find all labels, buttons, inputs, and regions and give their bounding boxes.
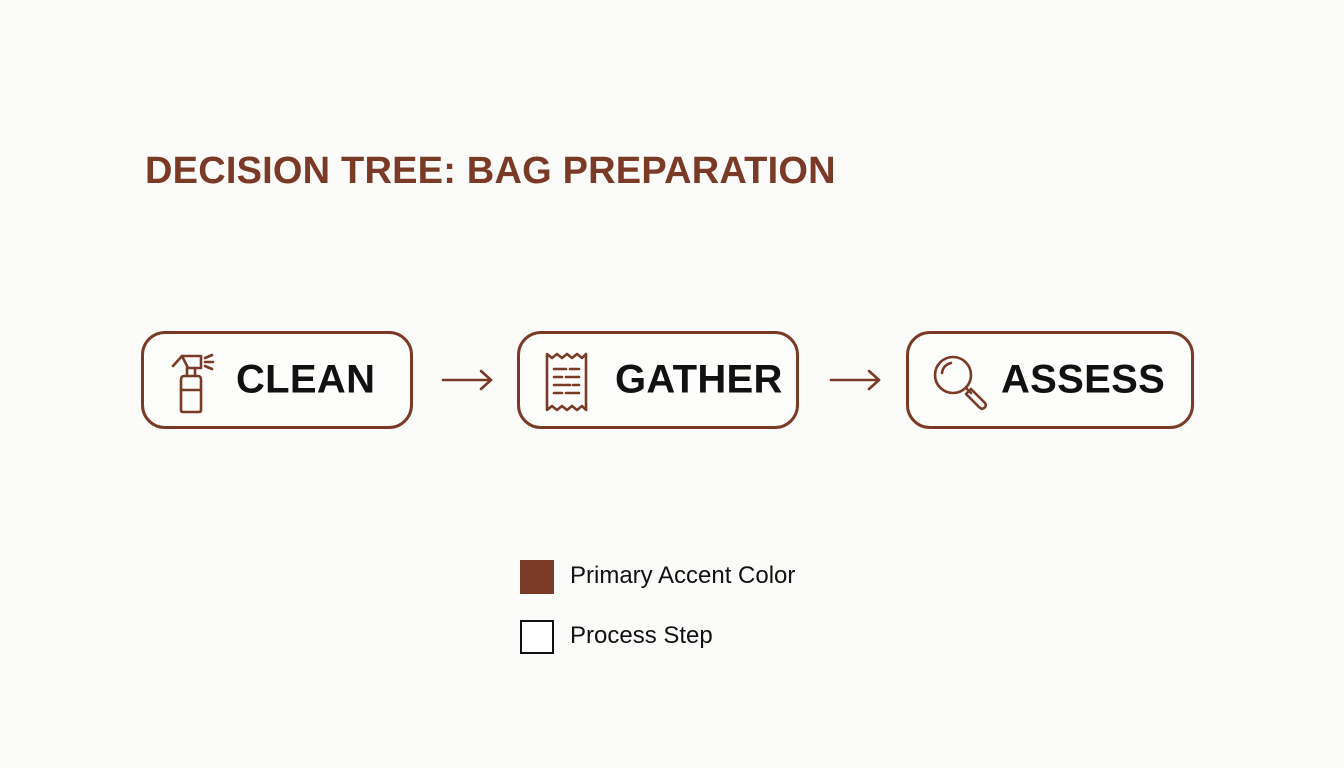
- step-gather-label: GATHER: [615, 357, 783, 402]
- right-arrow-icon: [829, 369, 881, 391]
- legend-label-primary-accent: Primary Accent Color: [570, 562, 796, 589]
- magnifier-icon: [933, 355, 988, 411]
- step-assess-box: ASSESS: [906, 331, 1194, 429]
- step-assess-label: ASSESS: [1001, 357, 1166, 402]
- legend-label-process-step: Process Step: [570, 622, 713, 649]
- diagram-title: DECISION TREE: BAG PREPARATION: [145, 150, 836, 192]
- step-gather-box: GATHER: [517, 331, 799, 429]
- accent-color-swatch: [520, 560, 554, 594]
- step-clean-label: CLEAN: [236, 357, 376, 402]
- right-arrow-icon: [441, 369, 493, 391]
- process-step-swatch: [520, 620, 554, 654]
- spray-bottle-icon: [171, 353, 215, 414]
- receipt-icon: [545, 352, 588, 412]
- step-clean-box: CLEAN: [141, 331, 413, 429]
